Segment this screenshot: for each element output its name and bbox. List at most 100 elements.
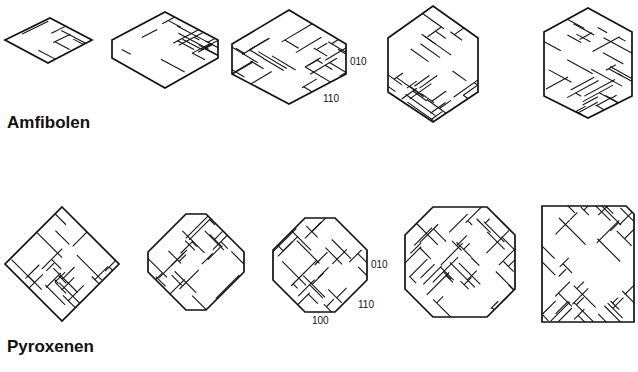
cleavage-line	[539, 39, 561, 51]
cleavage-line	[551, 302, 570, 321]
cleavage-line	[62, 267, 74, 279]
cleavage-line	[464, 277, 471, 284]
cleavage-line	[409, 259, 427, 277]
cleavage-line	[576, 297, 583, 304]
cleavage-line	[441, 243, 463, 265]
crystal-outline	[542, 206, 634, 322]
cleavage-line	[555, 13, 584, 29]
cleavage-line	[559, 269, 566, 276]
cleavage-line	[414, 76, 429, 87]
cleavage-line	[454, 76, 484, 97]
cleavage-line	[142, 29, 157, 37]
cleavage-line	[179, 255, 186, 262]
cleavage-line	[53, 34, 70, 42]
crystal-outline	[148, 214, 244, 310]
cleavage-line	[168, 251, 181, 264]
cleavage-line	[46, 263, 54, 271]
cleavage-line	[302, 79, 317, 88]
cleavage-line	[53, 268, 77, 292]
cleavage-line	[571, 77, 594, 90]
cleavage-line	[459, 263, 480, 284]
cleavage-line	[202, 253, 213, 264]
cleavage-line	[420, 76, 438, 89]
cleavage-line	[449, 214, 467, 232]
cleavage-line	[600, 197, 607, 204]
cleavage-line	[514, 250, 527, 263]
cleavage-line	[308, 294, 318, 304]
cleavage-line	[576, 34, 590, 42]
cleavage-line	[185, 12, 198, 19]
cleavage-line	[437, 296, 444, 303]
cleavage-line	[215, 231, 223, 239]
cleavage-line	[38, 50, 55, 59]
cleavage-line	[308, 59, 318, 65]
cleavage-line	[609, 69, 622, 76]
cleavage-line	[593, 37, 620, 52]
face-index: 100	[311, 315, 330, 326]
cleavage-line	[285, 40, 299, 48]
face-index: 110	[357, 299, 375, 310]
cleavage-lines	[403, 205, 527, 320]
cleavage-line	[312, 273, 323, 284]
cleavage-line	[597, 220, 619, 242]
cleavage-line	[258, 52, 286, 69]
cleavage-line	[194, 37, 199, 40]
cleavage-line	[549, 70, 572, 83]
cleavage-line	[26, 265, 40, 279]
cleavage-line	[316, 43, 327, 49]
cleavage-line	[122, 49, 131, 54]
cleavage-line	[332, 239, 351, 258]
cleavage-line	[328, 289, 342, 303]
cleavage-line	[446, 276, 453, 283]
cleavage-line	[559, 218, 586, 245]
cleavage-line	[297, 241, 320, 264]
cleavage-line	[555, 282, 570, 297]
cleavage-line	[591, 69, 622, 86]
cleavage-line	[423, 266, 441, 284]
cleavage-line	[567, 60, 593, 74]
cleavage-line	[432, 91, 446, 101]
cleavage-line	[332, 40, 339, 44]
cleavage-lines	[386, 7, 490, 120]
cleavage-line	[443, 272, 450, 279]
cleavage-lines	[532, 197, 638, 335]
cleavage-line	[410, 84, 432, 99]
cleavage-line	[622, 291, 638, 312]
cleavage-line	[326, 299, 334, 307]
cleavage-line	[542, 314, 548, 320]
cleavage-line	[428, 27, 441, 36]
cleavage-line	[410, 277, 416, 283]
cleavage-line	[555, 325, 566, 336]
cleavage-line	[598, 202, 611, 215]
cleavage-line	[55, 42, 70, 50]
cleavage-line	[420, 224, 438, 242]
cleavage-line	[242, 38, 269, 54]
cleavage-line	[282, 23, 313, 41]
cleavage-line	[574, 24, 595, 35]
cleavage-line	[456, 242, 471, 257]
cleavage-line	[282, 261, 306, 285]
face-index: 110	[322, 93, 340, 104]
cleavage-lines	[12, 204, 120, 314]
cleavage-line	[272, 228, 296, 252]
cleavage-line	[583, 85, 613, 101]
cleavage-line	[508, 257, 517, 266]
cleavage-line	[317, 60, 322, 63]
cleavage-line	[212, 213, 218, 219]
cleavage-line	[231, 251, 252, 272]
cleavage-line	[337, 288, 347, 298]
cleavage-line	[567, 35, 581, 42]
cleavage-line	[315, 252, 328, 265]
cleavage-line	[467, 271, 476, 280]
cleavage-line	[221, 62, 252, 81]
cleavage-line	[542, 261, 556, 275]
cleavage-line	[620, 208, 638, 228]
cleavage-line	[180, 270, 199, 289]
cleavage-line	[199, 45, 223, 58]
cleavage-line	[427, 100, 447, 114]
cleavage-line	[422, 34, 436, 44]
cleavage-line	[208, 247, 221, 260]
cleavage-line	[159, 253, 184, 278]
cleavage-line	[610, 95, 616, 98]
cleavage-line	[598, 28, 607, 33]
